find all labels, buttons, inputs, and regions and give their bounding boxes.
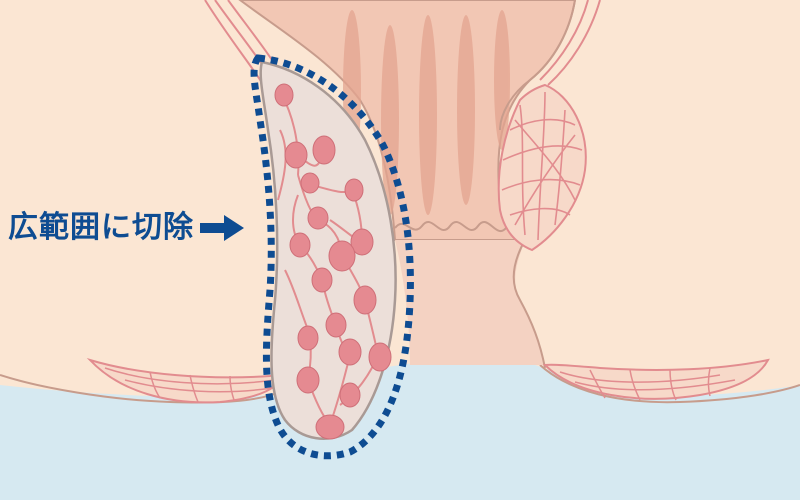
right-lower-sphincter xyxy=(542,358,770,401)
right-buttock-outline xyxy=(539,364,800,404)
muscle-fiber xyxy=(707,367,711,397)
lymph-node xyxy=(350,228,374,256)
left-buttock-outline xyxy=(0,374,281,404)
muscle-fiber xyxy=(502,145,583,161)
lymph-node xyxy=(297,325,319,351)
lymph-node xyxy=(339,382,361,408)
arrow-right-icon xyxy=(200,215,244,241)
right-sphincter xyxy=(497,0,601,252)
lymph-node xyxy=(307,206,329,230)
anal-canal-right-edge xyxy=(512,239,546,369)
muscle-fiber xyxy=(537,91,546,241)
lymph-node xyxy=(284,141,308,169)
muscle-fiber xyxy=(574,379,736,391)
lymph-node xyxy=(289,232,311,258)
mucosal-fold xyxy=(494,10,510,150)
lymph-node xyxy=(368,342,392,372)
muscle-fiber xyxy=(554,109,566,226)
muscle-fiber xyxy=(514,134,576,226)
anal-canal-lower xyxy=(395,240,545,365)
mucosal-fold xyxy=(419,15,437,215)
left-lower-sphincter xyxy=(86,357,287,404)
lymph-node xyxy=(325,312,347,338)
right-wall-vessel xyxy=(547,0,601,86)
excision-label: 広範囲に切除 xyxy=(8,210,194,245)
lymph-node xyxy=(312,135,336,165)
muscle-fiber xyxy=(104,367,276,385)
lymph-nodes xyxy=(274,83,392,440)
muscle-fiber xyxy=(189,374,199,403)
muscle-fiber xyxy=(124,379,273,393)
lymph-node xyxy=(296,366,320,394)
muscle-fiber xyxy=(509,118,576,131)
lymph-node xyxy=(300,172,320,194)
right-wall-vessel xyxy=(539,0,589,81)
muscle-fiber xyxy=(149,371,161,399)
muscle-fiber xyxy=(229,375,235,401)
lymph-node xyxy=(338,338,362,366)
muscle-fiber xyxy=(519,104,526,236)
muscle-fiber xyxy=(669,369,677,401)
excision-callout: 広範囲に切除 xyxy=(8,213,244,243)
right-wall-outline xyxy=(499,0,576,131)
right-lower-sphincter-body xyxy=(542,358,770,400)
muscle-fiber xyxy=(589,369,606,399)
lymph-node xyxy=(311,267,333,293)
muscle-fiber xyxy=(514,119,576,201)
lymph-node xyxy=(344,178,364,202)
lymph-node xyxy=(353,285,377,315)
lymph-vessel xyxy=(277,129,287,201)
excision-boundary xyxy=(250,54,414,460)
lymph-node xyxy=(315,414,345,440)
mucosal-fold xyxy=(457,15,475,205)
lymph-node xyxy=(328,240,356,272)
muscle-fiber xyxy=(629,369,641,401)
muscle-fiber xyxy=(509,207,571,216)
lymph-node xyxy=(274,83,294,107)
